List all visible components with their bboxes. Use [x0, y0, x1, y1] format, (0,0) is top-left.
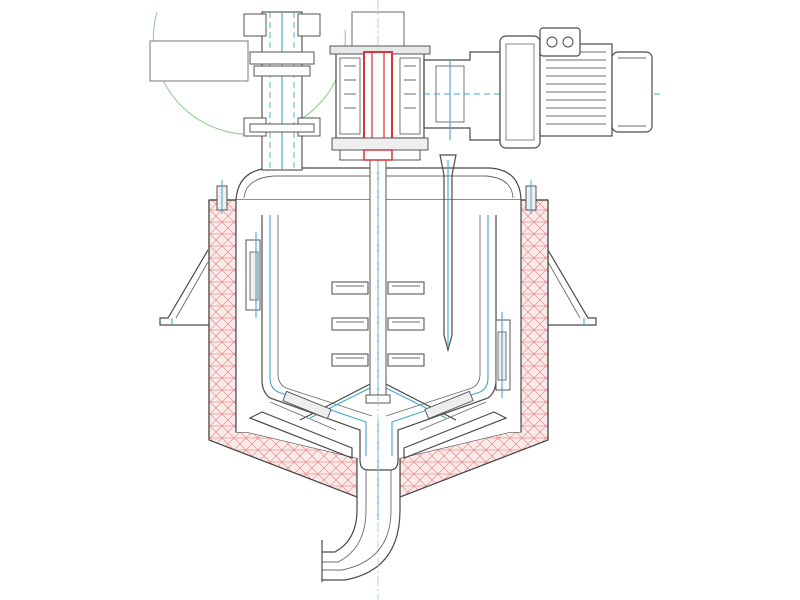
blade-3-right	[387, 353, 425, 367]
shaft-coupling-highlight	[363, 51, 393, 143]
gearbox	[329, 45, 431, 161]
gearbox-base-flange	[331, 137, 429, 151]
right-leg	[543, 249, 597, 326]
motor	[499, 27, 653, 149]
inlet-pipe	[243, 11, 321, 171]
motor-body	[539, 43, 613, 137]
blade-1-right	[387, 281, 425, 295]
left-leg	[159, 249, 213, 326]
thermowell	[439, 154, 457, 353]
right-flange-bolt	[525, 180, 537, 214]
agitator-blades	[331, 281, 425, 367]
support-legs	[159, 249, 597, 326]
callout-box	[149, 40, 249, 82]
upper-clamp-left	[243, 13, 267, 37]
blade-1-left	[331, 281, 369, 295]
upper-flange	[249, 51, 315, 65]
motor-fan-cover	[611, 51, 653, 133]
blade-2-left	[331, 317, 369, 331]
vessel-wall	[235, 200, 522, 432]
blade-3-left	[331, 353, 369, 367]
right-bottom-bracket	[424, 390, 474, 420]
terminal-box	[539, 27, 581, 57]
blade-2-right	[387, 317, 425, 331]
left-flange-bolt	[216, 180, 228, 214]
terminal-screw-icon	[546, 36, 558, 48]
terminal-screw-icon	[562, 36, 574, 48]
heating-jacket	[248, 215, 508, 471]
left-bottom-bracket	[282, 390, 332, 420]
left-baffle	[245, 232, 261, 318]
upper-clamp-right	[297, 13, 321, 37]
right-baffle	[495, 312, 511, 398]
